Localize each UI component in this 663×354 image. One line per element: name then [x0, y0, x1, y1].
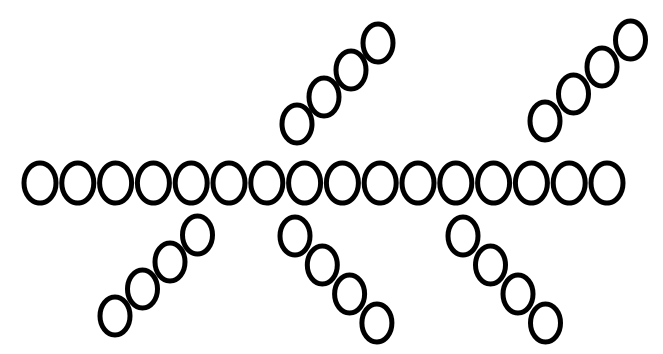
main-chain-unit: [402, 163, 434, 203]
branch-unit: [476, 246, 506, 284]
main-chain-unit: [175, 163, 207, 203]
branch-unit: [128, 270, 158, 308]
main-chain-unit: [515, 163, 547, 203]
branch-lower-right: [448, 217, 561, 342]
main-chain-unit: [326, 163, 358, 203]
main-chain-unit: [591, 163, 623, 203]
main-chain-unit: [478, 163, 510, 203]
main-chain-unit: [137, 163, 169, 203]
branch-unit: [587, 48, 617, 86]
main-chain-unit: [364, 163, 396, 203]
main-chain-unit: [440, 163, 472, 203]
main-chain-unit: [213, 163, 245, 203]
branch-unit: [616, 21, 646, 59]
branch-unit: [282, 105, 312, 143]
main-chain-unit: [62, 163, 94, 203]
main-chain-unit: [100, 163, 132, 203]
branch-unit: [503, 275, 533, 313]
branch-unit: [336, 51, 366, 89]
branch-unit: [307, 246, 337, 284]
branch-unit: [335, 275, 365, 313]
branch-unit: [559, 75, 589, 113]
main-chain-unit: [24, 163, 56, 203]
branch-unit: [448, 217, 478, 255]
branch-lower-left: [100, 216, 213, 335]
branch-unit: [309, 78, 339, 116]
branch-unit: [155, 243, 185, 281]
branch-upper-middle: [282, 24, 393, 143]
branch-unit: [100, 297, 130, 335]
branch-unit: [363, 24, 393, 62]
branch-unit: [531, 304, 561, 342]
branch-unit: [280, 217, 310, 255]
branch-unit: [362, 304, 392, 342]
branch-lower-middle: [280, 217, 392, 342]
main-chain-unit: [553, 163, 585, 203]
branch-unit: [183, 216, 213, 254]
branch-unit: [530, 102, 560, 140]
branch-upper-right: [530, 21, 646, 140]
main-chain-unit: [289, 163, 321, 203]
main-chain: [24, 163, 623, 203]
main-chain-unit: [251, 163, 283, 203]
